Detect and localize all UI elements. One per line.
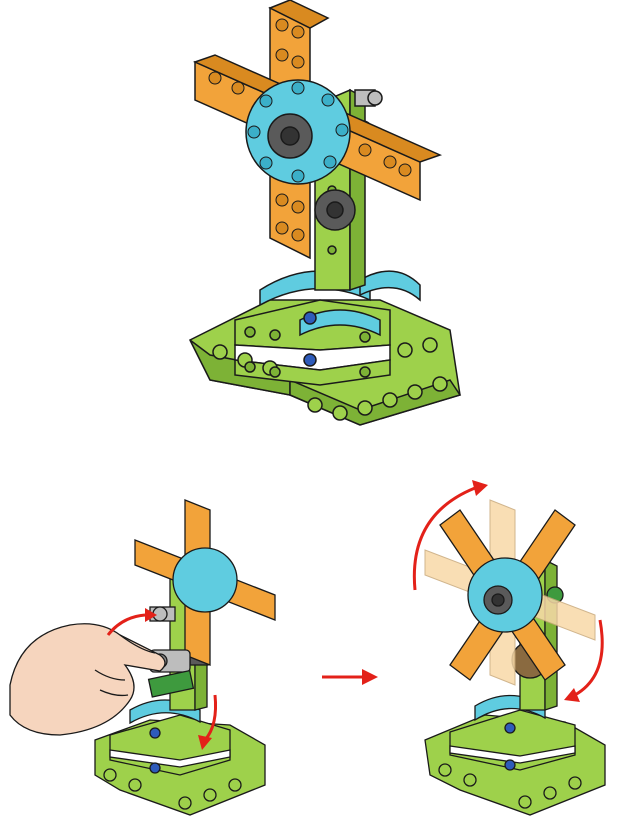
crank-model-blades xyxy=(135,500,275,665)
arrow-right-icon xyxy=(320,665,380,689)
hand-turning-crank-illustration xyxy=(0,485,320,825)
windmill-model-icon xyxy=(150,0,480,450)
next-step-arrow xyxy=(320,665,380,689)
hand-icon xyxy=(10,624,165,735)
windmill-base xyxy=(190,271,460,425)
rotating-windmill-illustration xyxy=(390,470,625,825)
assembled-windmill-illustration xyxy=(150,0,480,450)
rotating-model-base xyxy=(425,696,605,816)
crank-model-base xyxy=(95,700,265,815)
